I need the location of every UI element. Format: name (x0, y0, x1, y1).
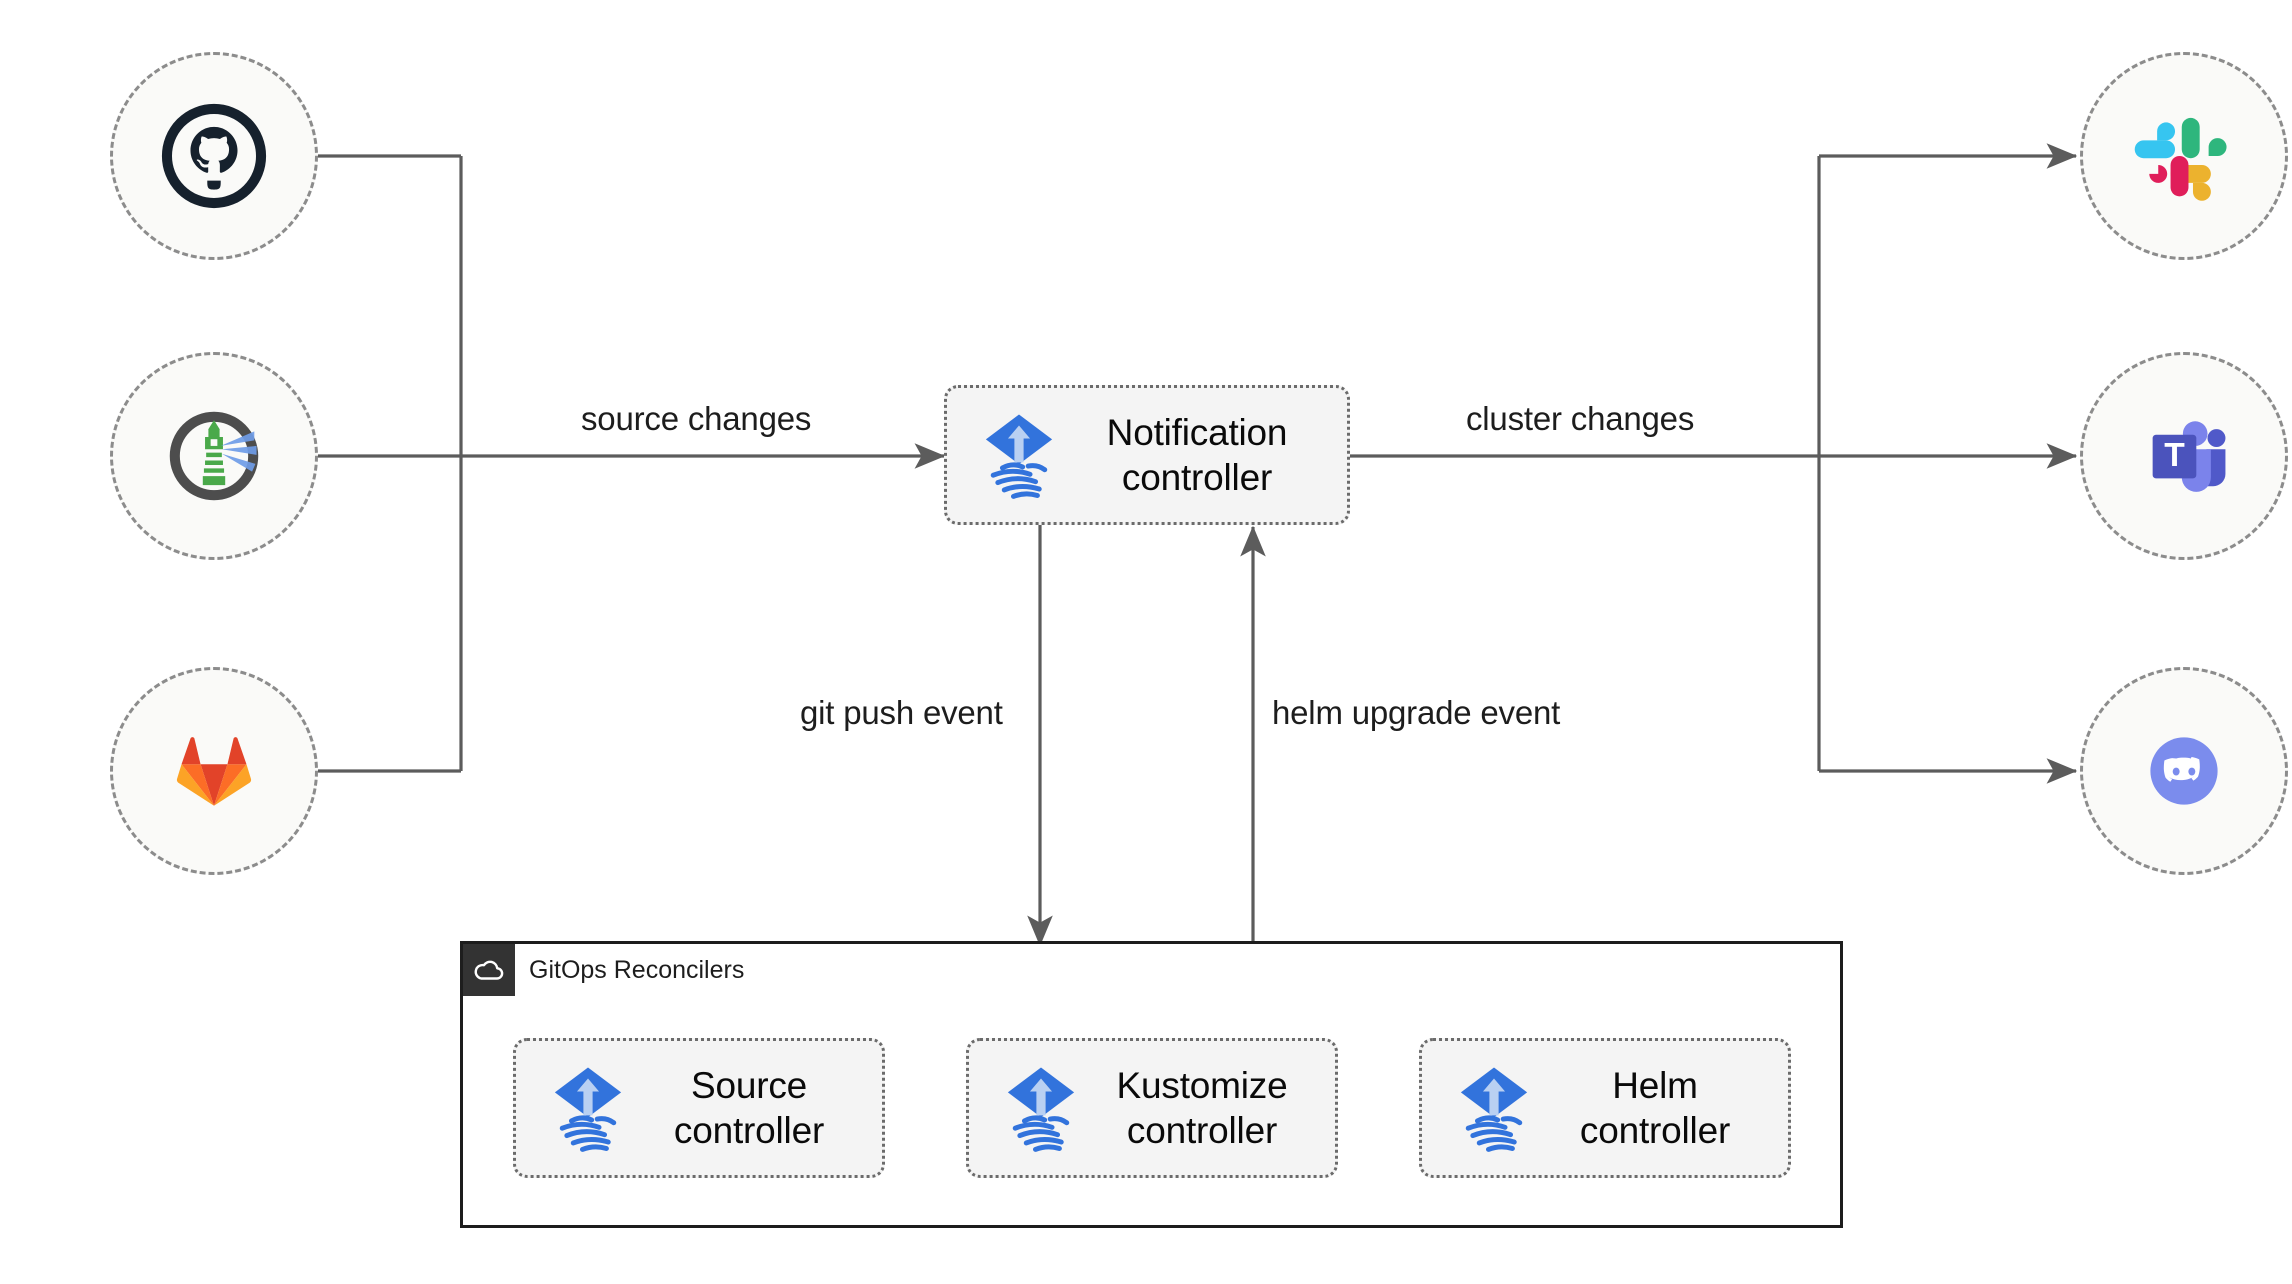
source-controller-box[interactable]: Source controller (513, 1038, 885, 1178)
destination-node-slack[interactable] (2080, 52, 2288, 260)
cloud-icon (474, 960, 504, 980)
destination-node-discord[interactable] (2080, 667, 2288, 875)
kustomize-controller-box[interactable]: Kustomize controller (966, 1038, 1338, 1178)
discord-icon (2150, 737, 2218, 805)
svg-text:T: T (2164, 437, 2185, 474)
notification-controller-box[interactable]: Notification controller (944, 385, 1350, 525)
edge-label-source-changes: source changes (581, 400, 812, 437)
edge-label-helm-upgrade-event: helm upgrade event (1272, 694, 1561, 731)
microsoft-teams-icon: T (2152, 421, 2226, 492)
cloud-icon-chip (463, 944, 515, 996)
gitlab-icon (176, 737, 252, 806)
source-controller-label: Source controller (673, 1064, 825, 1151)
source-node-gitlab[interactable] (110, 667, 318, 875)
edge-label-git-push-event: git push event (800, 694, 1003, 731)
helm-controller-label: Helm controller (1579, 1064, 1731, 1151)
destination-node-teams[interactable]: T (2080, 352, 2288, 560)
edge-label-cluster-changes: cluster changes (1466, 400, 1695, 437)
flux-logo-icon (1460, 1067, 1528, 1152)
source-node-flux[interactable] (110, 352, 318, 560)
gitops-header: GitOps Reconcilers (463, 944, 744, 996)
source-node-github[interactable] (110, 52, 318, 260)
kustomize-controller-label: Kustomize controller (1116, 1064, 1288, 1151)
helm-controller-box[interactable]: Helm controller (1419, 1038, 1791, 1178)
gitops-title: GitOps Reconcilers (529, 955, 745, 984)
github-icon (161, 103, 267, 209)
flux-logo-icon (985, 414, 1053, 499)
flux-logo-icon (1007, 1067, 1075, 1152)
flux-lighthouse-icon (169, 411, 259, 501)
slack-icon (2134, 117, 2227, 201)
gitops-reconcilers-container: GitOps Reconcilers Source controller (460, 941, 1843, 1228)
notification-controller-label: Notification controller (1106, 411, 1288, 498)
flux-logo-icon (554, 1067, 622, 1152)
